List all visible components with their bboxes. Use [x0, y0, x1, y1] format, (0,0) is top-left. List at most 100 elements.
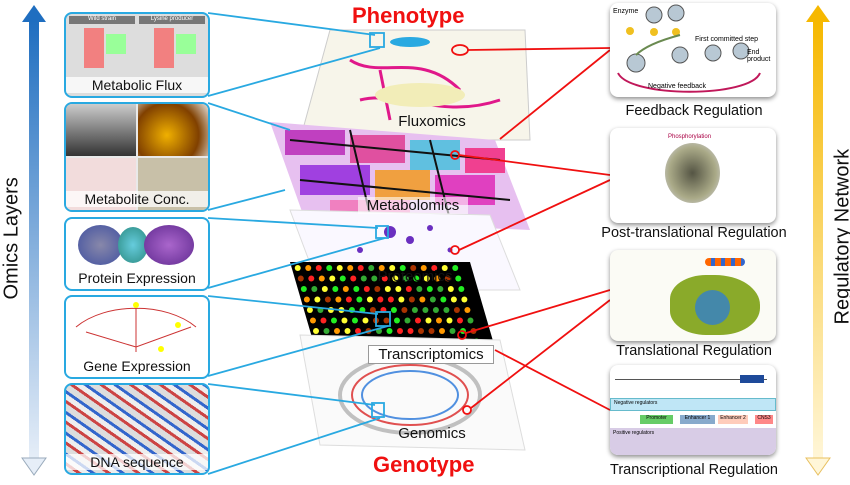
microarray-spot — [318, 275, 325, 282]
microarray-spot — [326, 265, 333, 271]
feedback-pathway-figure — [617, 4, 761, 93]
microarray-spot — [321, 286, 328, 292]
microarray-spot — [345, 296, 352, 303]
panel-gene-expression: Gene Expression — [64, 295, 210, 379]
microarray-spot — [407, 328, 414, 334]
microarray-spot — [368, 265, 375, 271]
microarray-spot — [411, 307, 418, 313]
red-connectors — [450, 44, 611, 415]
microarray-spot — [355, 328, 362, 334]
transcriptomics-label: Transcriptomics — [368, 345, 494, 364]
microarray-spot — [329, 275, 336, 282]
microarray-spot — [392, 275, 399, 282]
microarray-spot — [414, 317, 421, 324]
feedback-regulation-caption: Feedback Regulation — [625, 103, 763, 119]
microarray-spot — [452, 265, 459, 271]
dna-sequence-caption: DNA sequence — [66, 454, 208, 470]
microarray-spot — [384, 286, 391, 292]
microarray-spot — [389, 265, 396, 271]
microarray-spot — [347, 265, 354, 271]
first-committed-step-label: First committed step — [695, 36, 759, 43]
omics-layers-label: Omics Layers — [0, 177, 23, 300]
microarray-spot — [330, 317, 337, 324]
microarray-spot — [305, 265, 312, 271]
lysine-producer-label: Lysine producer — [139, 16, 205, 24]
microarray-spot — [398, 296, 405, 303]
microarray-spot — [431, 265, 438, 271]
microarray-spot — [390, 307, 397, 313]
microarray-spot — [334, 328, 341, 334]
microarray-spot — [378, 265, 385, 271]
panel-protein-expression: Protein Expression — [64, 217, 210, 291]
microarray-spot — [297, 275, 304, 282]
microarray-spot — [437, 286, 444, 292]
protein-expression-caption: Protein Expression — [66, 270, 208, 286]
microarray-spot — [366, 296, 373, 303]
microarray-spot — [351, 317, 358, 324]
translational-regulation-caption: Translational Regulation — [616, 343, 772, 359]
microarray-spot — [410, 265, 417, 271]
microarray-spot — [435, 317, 442, 324]
microarray-spot — [401, 307, 408, 313]
panel-transcriptional-regulation: Negative regulators Promoter Enhancer 1 … — [610, 365, 776, 455]
microarray-spot — [413, 275, 420, 282]
microarray-spot — [362, 317, 369, 324]
microarray-spot — [393, 317, 400, 324]
metabolic-flux-caption: Metabolic Flux — [66, 77, 208, 93]
microarray-spot — [446, 317, 453, 324]
microarray-spot — [300, 286, 307, 292]
panel-post-translational-regulation: Phosphorylation — [610, 128, 776, 223]
microarray-spot — [449, 328, 456, 334]
metabolite-conc-caption: Metabolite Conc. — [66, 191, 208, 207]
microarray-spot — [402, 275, 409, 282]
end-product-label: End product — [747, 49, 771, 63]
wild-strain-label: Wild strain — [69, 16, 135, 24]
microarray-spot — [360, 275, 367, 282]
proteomics-label: Proteomics — [377, 268, 453, 285]
microarray-spot — [425, 317, 432, 324]
microarray-spot — [467, 317, 474, 324]
microarray-spot — [323, 328, 330, 334]
enzyme-label: Enzyme — [613, 8, 639, 15]
omics-layers-arrow — [21, 5, 47, 476]
microarray-spot — [357, 265, 364, 271]
panel-translational-regulation — [610, 250, 776, 341]
positive-regulators-label: Positive regulators — [610, 428, 776, 455]
panel-feedback-regulation: Enzyme First committed step End product … — [610, 3, 776, 97]
microarray-spot — [381, 275, 388, 282]
microarray-spot — [419, 296, 426, 303]
panel-metabolite-conc: Metabolite Conc. — [64, 102, 210, 212]
microarray-spot — [369, 307, 376, 313]
microarray-spot — [339, 275, 346, 282]
microarray-spot — [416, 286, 423, 292]
microarray-spot — [335, 296, 342, 303]
microarray-spot — [374, 286, 381, 292]
microarray-spot — [426, 286, 433, 292]
microarray-spot — [428, 328, 435, 334]
panel-dna-sequence: DNA sequence — [64, 383, 210, 475]
microarray-spot — [444, 275, 451, 282]
microarray-spot — [422, 307, 429, 313]
microarray-spot — [344, 328, 351, 334]
regulatory-network-label: Regulatory Network — [831, 148, 850, 325]
microarray-spot — [395, 286, 402, 292]
microarray-spot — [453, 307, 460, 313]
microarray-spot — [350, 275, 357, 282]
microarray-spot — [464, 307, 471, 313]
microarray-spot — [455, 275, 462, 282]
microarray-spot — [342, 286, 349, 292]
microarray-spot — [434, 275, 441, 282]
microarray-spot — [336, 265, 343, 271]
microarray-spot — [456, 317, 463, 324]
microarray-spot — [458, 286, 465, 292]
phosphorylation-label: Phosphorylation — [668, 134, 712, 140]
microarray-spot — [311, 286, 318, 292]
microarray-spot — [315, 265, 322, 271]
genotype-title: Genotype — [373, 452, 475, 477]
microarray-spot — [408, 296, 415, 303]
microarray-spot — [313, 328, 320, 334]
microarray-spot — [324, 296, 331, 303]
enhancer-2-label: Enhancer 2 — [718, 415, 748, 424]
microarray-spot — [432, 307, 439, 313]
microarray-spot — [353, 286, 360, 292]
